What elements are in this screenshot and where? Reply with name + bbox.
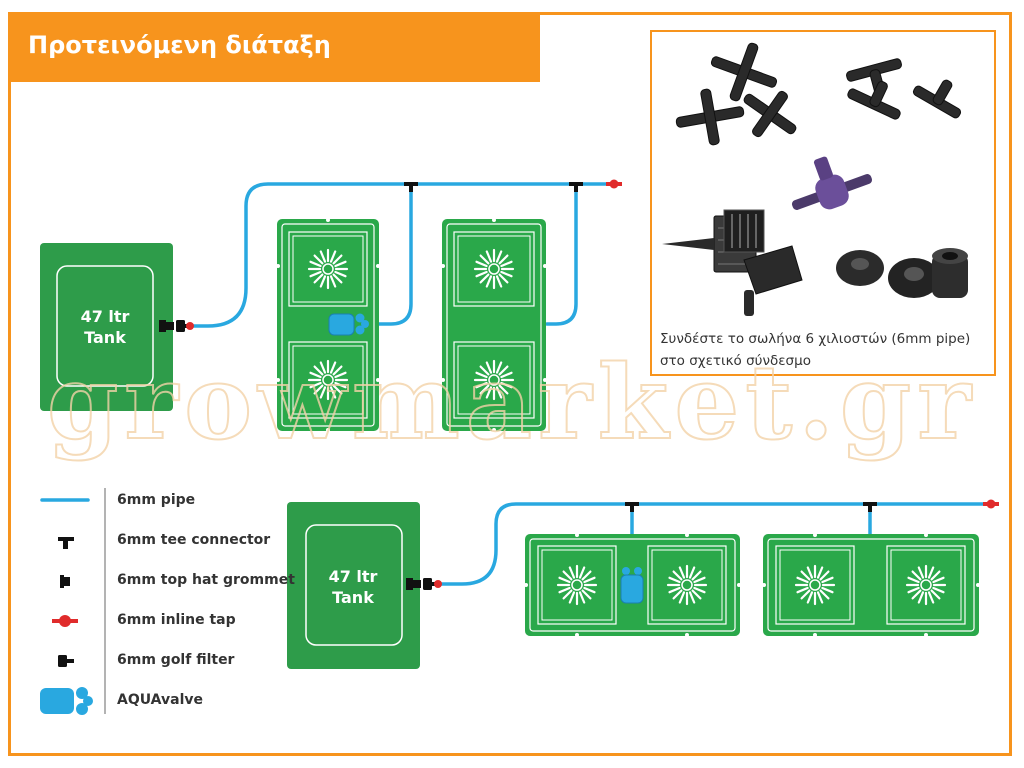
grommet-icon [836, 248, 968, 298]
legend [40, 488, 106, 715]
tee-connector-icon [625, 502, 639, 512]
aquavalve-icon [328, 313, 369, 336]
inline-tap-icon [791, 156, 873, 210]
grommet-icon [743, 245, 803, 316]
bottom-layout: 47 ltr Tank [287, 499, 999, 669]
tee-connector-icon [569, 182, 583, 192]
page-title: Προτεινόμενη διάταξη [28, 31, 331, 59]
top-layout: 47 ltr Tank [40, 179, 622, 432]
tee-connector-icon [863, 502, 877, 512]
grommet-icon [60, 575, 70, 588]
tank-label-line2: Tank [84, 328, 126, 347]
aquavalve-icon [40, 687, 93, 715]
grommet-icon [159, 320, 174, 332]
fittings-photo-panel: Συνδέστε το σωλήνα 6 χιλιοστών (6mm pipe… [650, 30, 996, 376]
tray [762, 533, 980, 637]
tank-label-line2: Tank [332, 588, 374, 607]
tank-label-line1: 47 ltr [329, 567, 378, 586]
inline-tap-icon [52, 615, 78, 627]
tray [441, 218, 547, 432]
cross-connector-icon [675, 42, 797, 146]
tray [276, 218, 380, 432]
aquavalve-icon [620, 567, 644, 604]
legend-label: 6mm inline tap [117, 612, 236, 628]
tank-top: 47 ltr Tank [40, 243, 173, 411]
tee-connector-icon [846, 58, 962, 120]
tee-connector-icon [58, 537, 74, 549]
inline-tap-icon [434, 580, 442, 588]
inline-tap-icon [983, 499, 999, 509]
legend-label: 6mm golf filter [117, 652, 235, 668]
legend-label: 6mm pipe [117, 492, 196, 508]
grommet-icon [406, 578, 421, 590]
fittings-photo [662, 42, 968, 316]
inline-tap-icon [606, 179, 622, 189]
inline-tap-icon [186, 322, 194, 330]
golf-filter-icon [58, 655, 74, 667]
fittings-caption: Συνδέστε το σωλήνα 6 χιλιοστών (6mm pipe… [660, 331, 971, 369]
golf-filter-icon [662, 209, 765, 273]
pipe-network-top [188, 182, 613, 328]
tee-connector-icon [404, 182, 418, 192]
legend-label: 6mm tee connector [117, 532, 271, 548]
tank-label-line1: 47 ltr [81, 307, 130, 326]
legend-label: AQUAvalve [117, 692, 204, 708]
tank-bottom: 47 ltr Tank [287, 502, 420, 669]
legend-label: 6mm top hat grommet [117, 572, 295, 588]
header-banner: Προτεινόμενη διάταξη [8, 12, 540, 82]
